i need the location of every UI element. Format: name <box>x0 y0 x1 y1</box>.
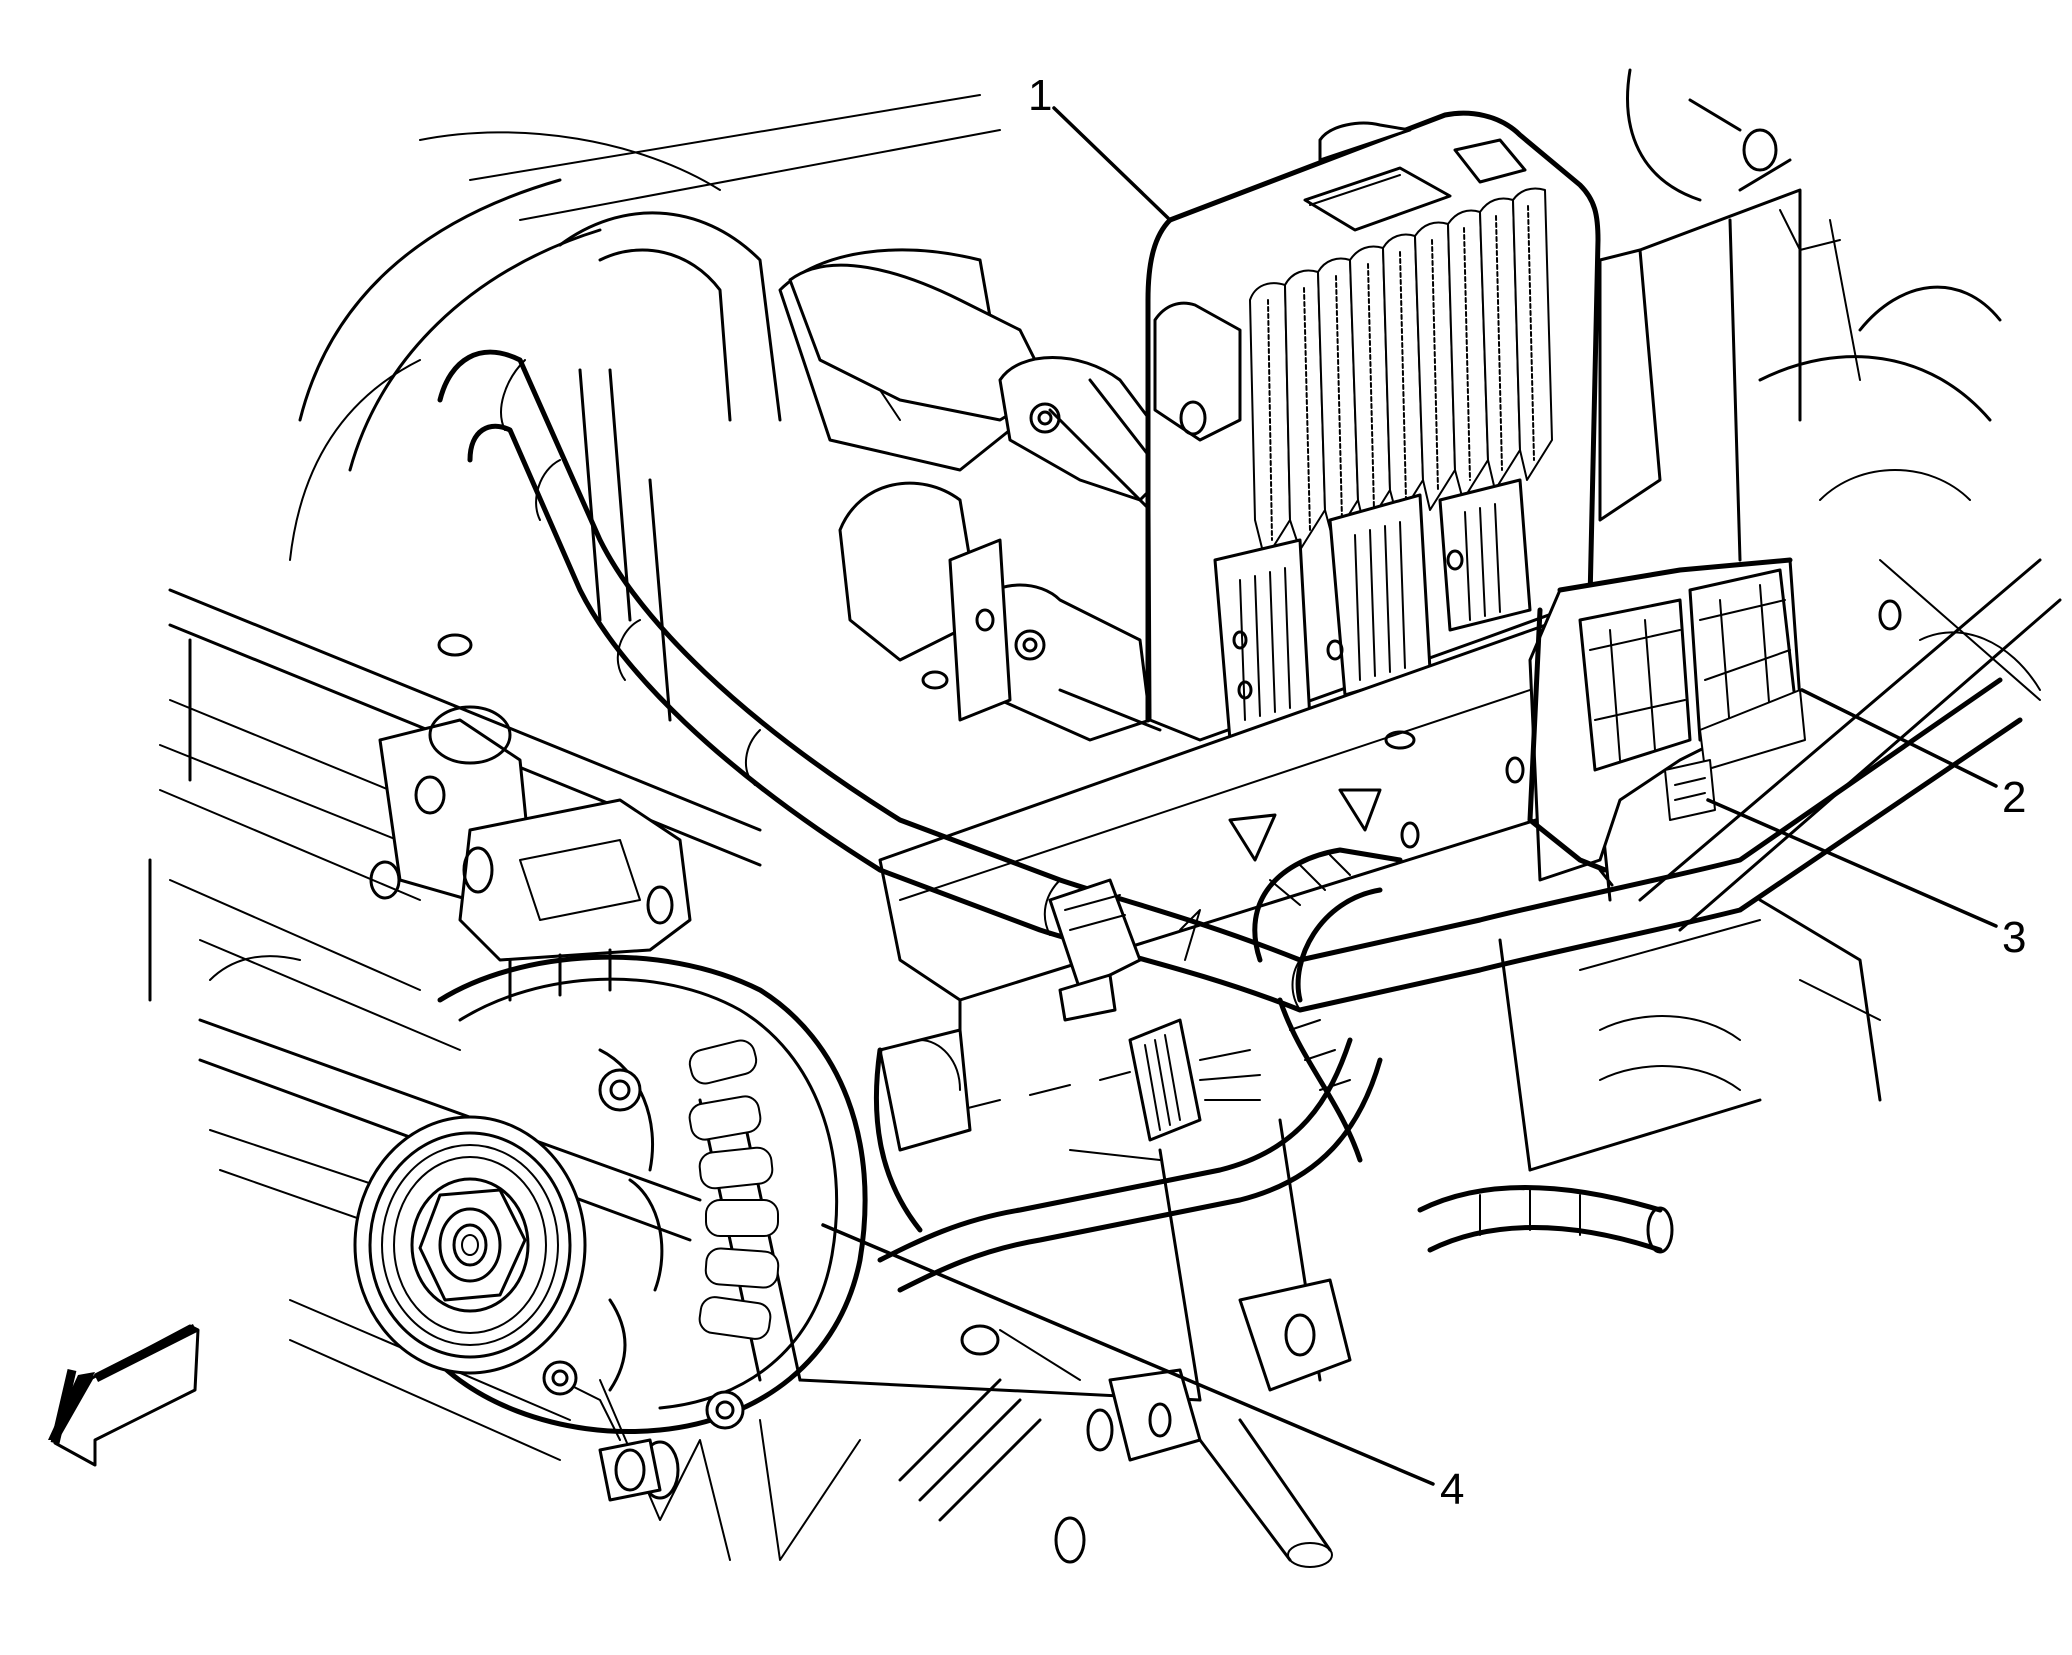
wiring-harness <box>437 349 2023 1293</box>
module-connector-lower <box>1578 598 1716 821</box>
ecm-harness-connectors <box>1213 478 1532 742</box>
ecm-cooling-fins <box>1249 187 1553 561</box>
engine-control-module <box>788 110 1662 742</box>
callout-label-4: 4 <box>1440 1465 1465 1514</box>
harness-inline-connector <box>959 1018 1261 1142</box>
leader-line-3 <box>1706 798 1998 928</box>
generator-pulley <box>353 1115 587 1375</box>
front-of-vehicle-arrow-icon <box>48 1323 200 1467</box>
callout-label-3: 3 <box>2002 913 2027 962</box>
leader-line-1 <box>1052 106 1170 220</box>
callout-label-2: 2 <box>2002 773 2027 822</box>
generator-stator-fins <box>688 1039 780 1340</box>
generator <box>353 798 868 1502</box>
callout-label-1: 1 <box>1028 71 1053 120</box>
leader-line-4 <box>821 1223 1435 1486</box>
leader-line-2 <box>1800 688 1998 788</box>
module-connector-upper <box>1688 568 1806 771</box>
connector-module <box>1527 557 1806 887</box>
callout-leaders <box>821 106 1998 1486</box>
